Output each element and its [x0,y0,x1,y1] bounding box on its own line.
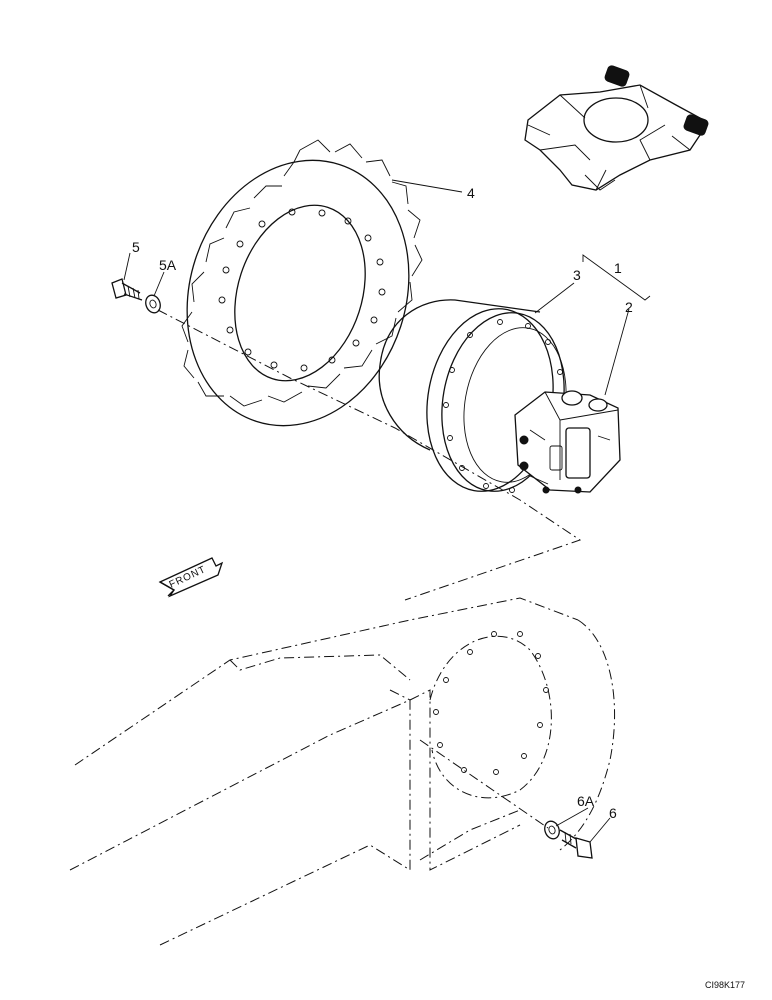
washer-6a [544,820,560,840]
final-drive-motor [378,299,621,494]
leader-lines [123,179,651,843]
callout-3: 3 [573,267,581,283]
callout-6: 6 [609,805,617,821]
bolt-5 [111,278,143,301]
assembly-centerlines [157,309,582,829]
figure-reference: CI98K177 [705,980,745,990]
callout-4: 4 [467,185,475,201]
front-label: FRONT [168,564,208,591]
callout-1: 1 [614,260,622,276]
sprocket [181,139,423,427]
callout-5: 5 [132,239,140,255]
track-frame [69,597,616,946]
callout-6a: 6A [577,793,595,809]
bolt-6 [559,829,593,859]
washer-5a [145,294,161,314]
front-direction-arrow: FRONT [158,557,224,598]
track-roller-bracket [524,65,709,191]
callout-5a: 5A [159,257,177,273]
callout-2: 2 [625,299,633,315]
